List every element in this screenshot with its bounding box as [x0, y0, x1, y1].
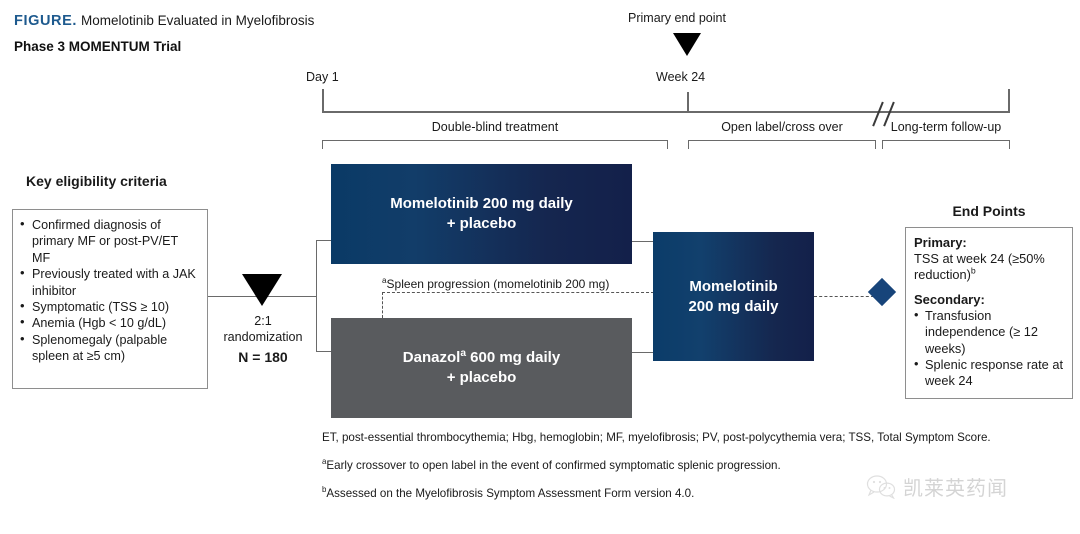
primary-endpoint-value: TSS at week 24 (≥50% reduction) — [914, 251, 1045, 283]
timeline-tick-week24 — [687, 92, 689, 112]
footnote-text: Assessed on the Myelofibrosis Symptom As… — [326, 487, 695, 500]
timeline-tick-day1 — [322, 89, 324, 112]
primary-endpoint-text: TSS at week 24 (≥50% reduction)b — [914, 251, 1065, 284]
spleen-progression-path-vertical — [382, 292, 383, 318]
arm-danazol-dose: 600 mg daily — [465, 349, 561, 366]
arm-danazol-box: Danazola 600 mg daily + placebo — [331, 318, 632, 418]
footnote-mark-a: a — [322, 457, 327, 467]
randomization-ratio: 2:1 randomization — [208, 313, 318, 345]
figure-label: FIGURE. — [14, 13, 78, 29]
randomization-branch-bottom — [316, 351, 332, 353]
secondary-endpoint-heading: Secondary: — [914, 291, 985, 307]
footnote-a: aEarly crossover to open label in the ev… — [322, 458, 991, 473]
arm-momelotinib-line1: Momelotinib 200 mg daily — [390, 195, 573, 212]
randomization-ratio-word: randomization — [223, 330, 303, 344]
phase-label-open-label: Open label/cross over — [721, 120, 843, 134]
footnote-mark-b: b — [322, 485, 327, 495]
eligibility-heading: Key eligibility criteria — [26, 173, 167, 189]
phase-bracket-follow-up — [882, 140, 1010, 149]
footnote-abbreviations: ET, post-essential thrombocythemia; Hbg,… — [322, 430, 991, 445]
list-item: Confirmed diagnosis of primary MF or pos… — [20, 216, 199, 266]
timeline-start-label: Day 1 — [306, 70, 339, 84]
arm-danazol-label: Danazola 600 mg daily + placebo — [397, 348, 566, 388]
figure-header: FIGURE. Momelotinib Evaluated in Myelofi… — [14, 12, 314, 54]
arm-momelotinib-line2: + placebo — [446, 215, 517, 232]
phase-label-follow-up: Long-term follow-up — [890, 120, 1002, 134]
sample-size: N = 180 — [238, 349, 288, 365]
arm-crossover-box: Momelotinib 200 mg daily — [653, 232, 814, 361]
spacer — [914, 284, 1065, 291]
footnote-b: bAssessed on the Myelofibrosis Symptom A… — [322, 486, 991, 501]
timeline-week24-label: Week 24 — [656, 70, 706, 84]
randomization-split-line — [316, 240, 318, 352]
arm-crossover-line2: 200 mg daily — [688, 297, 779, 315]
figure-phase-subtitle: Phase 3 MOMENTUM Trial — [14, 39, 182, 54]
secondary-endpoints-list: Transfusion independence (≥ 12 weeks) Sp… — [914, 307, 1065, 390]
list-item: Symptomatic (TSS ≥ 10) — [20, 298, 199, 315]
primary-endpoint-footnote-mark: b — [970, 266, 976, 277]
connector-momelotinib-to-crossover — [632, 241, 654, 243]
list-item: Splenic response rate at week 24 — [914, 356, 1065, 390]
eligibility-box: Confirmed diagnosis of primary MF or pos… — [12, 209, 208, 389]
arm-momelotinib-label: Momelotinib 200 mg daily + placebo — [384, 194, 579, 234]
endpoint-diamond-icon — [867, 277, 897, 307]
list-item: Transfusion independence (≥ 12 weeks) — [914, 307, 1065, 357]
connector-crossover-to-endpoint — [814, 296, 874, 297]
randomization-marker-icon — [242, 274, 282, 306]
list-item: Anemia (Hgb < 10 g/dL) — [20, 314, 199, 331]
arm-danazol-drug: Danazol — [402, 349, 461, 366]
primary-endpoint-marker-icon — [673, 33, 701, 56]
list-item: Previously treated with a JAK inhibitor — [20, 265, 199, 299]
watermark-text: 凯莱英药闻 — [903, 478, 1008, 500]
phase-bracket-double-blind — [322, 140, 668, 149]
spleen-progression-text: Spleen progression (momelotinib 200 mg) — [386, 277, 610, 291]
timeline-axis — [322, 111, 1010, 113]
eligibility-list: Confirmed diagnosis of primary MF or pos… — [20, 216, 199, 365]
arm-crossover-line1: Momelotinib — [689, 277, 778, 295]
arm-momelotinib-box: Momelotinib 200 mg daily + placebo — [331, 164, 632, 264]
connector-danazol-to-crossover — [632, 352, 654, 354]
primary-endpoint-heading: Primary: — [914, 235, 967, 250]
footnotes: ET, post-essential thrombocythemia; Hbg,… — [322, 430, 991, 514]
list-item: Splenomegaly (palpable spleen at ≥5 cm) — [20, 331, 199, 365]
endpoints-heading: End Points — [952, 203, 1026, 219]
arm-crossover-label: Momelotinib 200 mg daily — [682, 277, 784, 317]
endpoints-box: Primary: TSS at week 24 (≥50% reduction)… — [905, 227, 1073, 399]
footnote-text: ET, post-essential thrombocythemia; Hbg,… — [322, 431, 991, 444]
spleen-progression-path-horizontal — [382, 292, 654, 293]
arm-danazol-footnote-mark: a — [460, 348, 466, 359]
footnote-text: Early crossover to open label in the eve… — [326, 459, 781, 472]
wechat-icon — [866, 475, 896, 499]
spleen-footnote-mark: a — [382, 276, 387, 285]
timeline-tick-end — [1008, 89, 1010, 112]
randomization-ratio-value: 2:1 — [254, 314, 272, 328]
figure-title: FIGURE. Momelotinib Evaluated in Myelofi… — [14, 12, 314, 30]
primary-endpoint-label: Primary end point — [628, 11, 726, 25]
phase-bracket-open-label — [688, 140, 876, 149]
arm-danazol-line2: + placebo — [446, 369, 517, 386]
phase-label-double-blind: Double-blind treatment — [431, 120, 559, 134]
watermark: 凯莱英药闻 — [866, 472, 1008, 501]
figure-subject: Momelotinib Evaluated in Myelofibrosis — [81, 13, 315, 28]
randomization-branch-top — [316, 240, 332, 242]
spleen-progression-label: aSpleen progression (momelotinib 200 mg) — [382, 276, 610, 291]
